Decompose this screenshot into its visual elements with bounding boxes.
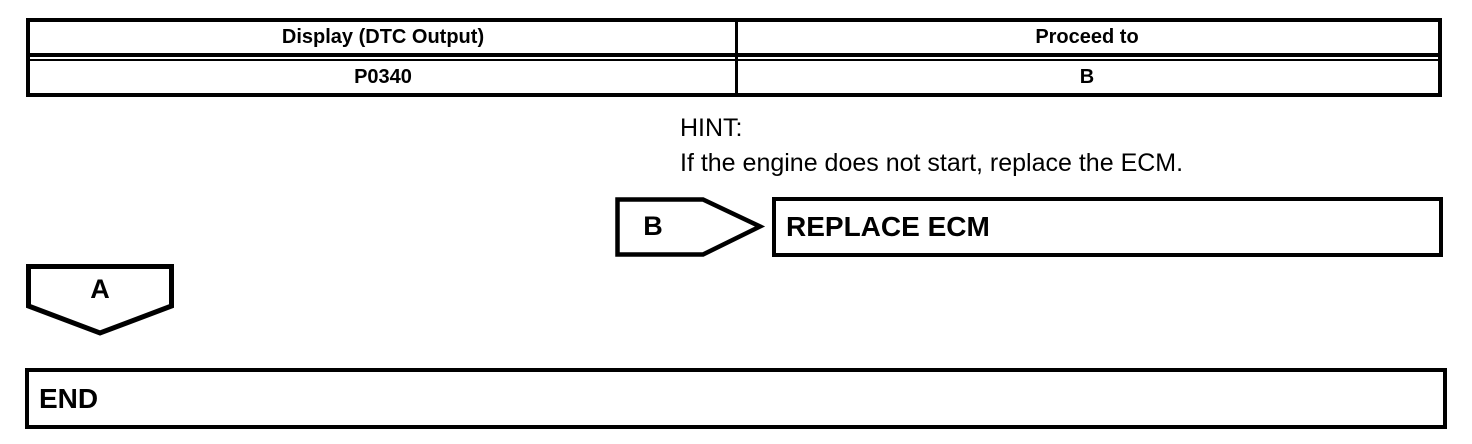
header-separator-gap — [30, 57, 1438, 59]
hint-label: HINT: — [680, 114, 743, 142]
replace-ecm-box: REPLACE ECM — [772, 197, 1443, 257]
flow-connector-b: B — [615, 197, 765, 258]
header-separator-thick-rule — [30, 53, 1438, 57]
connector-a-label: A — [90, 274, 110, 304]
dtc-table-header-display: Display (DTC Output) — [281, 26, 485, 48]
dtc-table-header-proceed: Proceed to — [1035, 26, 1139, 48]
dtc-code-cell: P0340 — [354, 65, 412, 88]
dtc-table-header-row: Display (DTC Output) Proceed to — [30, 22, 1438, 53]
dtc-table: Display (DTC Output) Proceed to P0340 B — [26, 18, 1442, 97]
dtc-table-data-row: P0340 B — [30, 61, 1438, 93]
end-label: END — [39, 382, 99, 414]
table-column-divider — [735, 22, 738, 93]
connector-a-pentagon-shape — [26, 264, 174, 336]
proceed-to-cell: B — [1079, 65, 1095, 88]
hint-block: HINT: If the engine does not start, repl… — [680, 111, 1183, 181]
hint-text: If the engine does not start, replace th… — [680, 149, 1184, 177]
header-separator-thin-rule — [30, 59, 1438, 61]
replace-ecm-label: REPLACE ECM — [786, 211, 990, 242]
connector-b-label: B — [643, 211, 663, 241]
end-box: END — [25, 368, 1447, 429]
connector-b-pentagon-shape — [615, 197, 765, 257]
flow-connector-a: A — [26, 264, 174, 336]
